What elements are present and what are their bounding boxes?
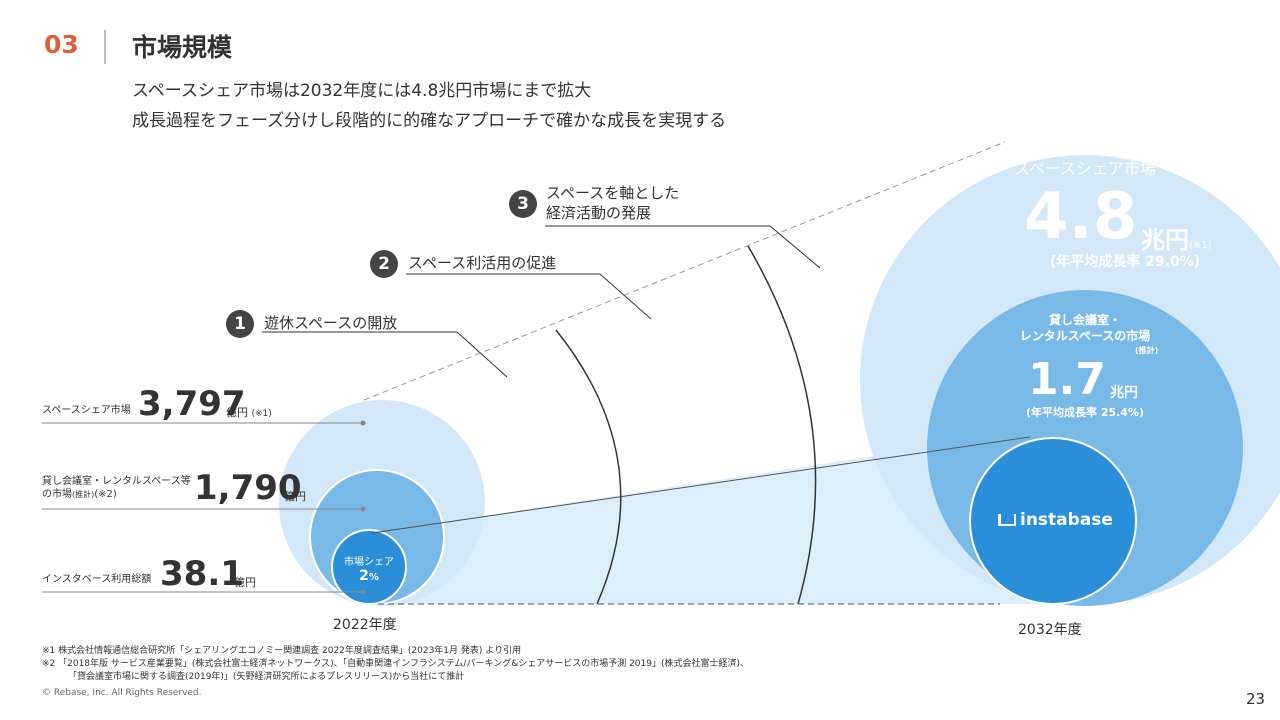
instabase-logo: instabase — [998, 510, 1113, 530]
growth-dashed-line — [363, 141, 1006, 401]
right-market-growth: (年平均成長率 29.0%) — [1049, 254, 1201, 270]
step-2-label: スペース利活用の促進 — [408, 254, 557, 272]
left-market-unit: 億円 (※1) — [226, 404, 272, 420]
left-rental-label: 貸し会議室・レンタルスペース等 の市場(推計)(※2) — [42, 475, 191, 501]
left-instabase-unit: 億円 — [234, 576, 256, 589]
step-2-leader — [406, 273, 652, 320]
instabase-circle-2032 — [969, 437, 1137, 605]
right-rental-label-line-1: 貸し会議室・ — [1048, 313, 1121, 327]
instabase-leader-dot — [360, 589, 366, 595]
instabase-logo-icon — [998, 514, 1016, 526]
right-market-unit-row: 兆円(※1) — [1141, 220, 1212, 255]
left-rental-label-line-2: の市場 — [42, 489, 72, 500]
right-market-value: 4.8 — [1024, 180, 1138, 254]
step-3-label-line-2: 経済活動の発展 — [546, 204, 652, 222]
copyright: © Rebase, Inc. All Rights Reserved. — [42, 688, 202, 698]
year-2032: 2032年度 — [1018, 622, 1082, 638]
step-1-label: 遊休スペースの開放 — [264, 314, 398, 332]
right-rental-label-small: (推計) — [1135, 346, 1159, 355]
step-1-badge: 1 — [226, 310, 254, 338]
share-value: 2 — [359, 568, 369, 584]
share-circle-2022 — [331, 529, 407, 605]
right-rental-unit: 兆円 — [1110, 385, 1138, 401]
page-title: 市場規模 — [132, 33, 233, 62]
left-rental-label-line-2-row: の市場(推計)(※2) — [42, 488, 191, 501]
step-1-leader — [262, 331, 508, 378]
step-2-badge: 2 — [370, 250, 398, 278]
right-rental-label: 貸し会議室・ レンタルスペースの市場 — [960, 312, 1210, 344]
year-2022: 2022年度 — [333, 617, 397, 633]
footnote-1: ※1 株式会社情報通信総合研究所「シェアリングエコノミー関連調査 2022年度調… — [42, 646, 522, 656]
left-instabase-value: 38.1 — [160, 554, 244, 594]
instabase-growth-line — [371, 436, 1031, 534]
left-market-label: スペースシェア市場 — [42, 405, 131, 416]
right-rental-growth: (年平均成長率 25.4%) — [1025, 406, 1145, 419]
footnote-2b: 「貸会議室市場に関する調査(2019年)」(矢野経済研究所によるプレスリリース)… — [68, 672, 465, 682]
share-label: 市場シェア — [344, 557, 394, 568]
left-instabase-label: インスタベース利用総額 — [42, 574, 152, 585]
step-3-label: スペースを軸とした 経済活動の発展 — [546, 183, 679, 223]
right-market-label: スペースシェア市場 — [1013, 159, 1157, 178]
phase-arc-1 — [555, 329, 622, 605]
right-market-note: (※1) — [1189, 240, 1212, 251]
footnote-2: ※2 「2018年版 サービス産業要覧」(株式会社富士経済ネットワークス)、「自… — [42, 659, 749, 669]
left-rental-unit: 億円 — [284, 490, 306, 503]
phase-arc-2 — [747, 245, 817, 605]
page-number: 23 — [1246, 690, 1266, 708]
right-market-unit: 兆円 — [1141, 226, 1189, 254]
left-market-note: (※1) — [251, 409, 272, 419]
market-leader-dot — [360, 420, 366, 426]
step-3-badge: 3 — [509, 190, 537, 218]
left-rental-label-small: (推計) — [72, 490, 95, 499]
share-value-row: 2% — [334, 568, 404, 584]
left-market-value: 3,797 — [138, 384, 246, 424]
right-rental-label-line-2: レンタルスペースの市場 — [1019, 329, 1151, 343]
left-rental-label-note: (※2) — [94, 489, 117, 500]
step-3-label-line-1: スペースを軸とした — [546, 184, 680, 202]
subtitle-line-1: スペースシェア市場は2032年度には4.8兆円市場にまで拡大 — [132, 81, 592, 101]
rental-leader-dot — [360, 506, 366, 512]
right-rental-value: 1.7 — [1028, 354, 1106, 405]
instabase-logo-text: instabase — [1020, 510, 1113, 530]
step-3-leader — [545, 225, 821, 269]
left-rental-value: 1,790 — [194, 468, 302, 508]
section-divider — [104, 30, 106, 64]
share-unit: % — [368, 572, 379, 583]
left-rental-label-line-1: 貸し会議室・レンタルスペース等 — [42, 476, 191, 487]
left-market-unit-text: 億円 — [226, 406, 248, 419]
section-number: 03 — [44, 30, 79, 59]
subtitle-line-2: 成長過程をフェーズ分けし段階的に的確なアプローチで確かな成長を実現する — [132, 111, 727, 131]
